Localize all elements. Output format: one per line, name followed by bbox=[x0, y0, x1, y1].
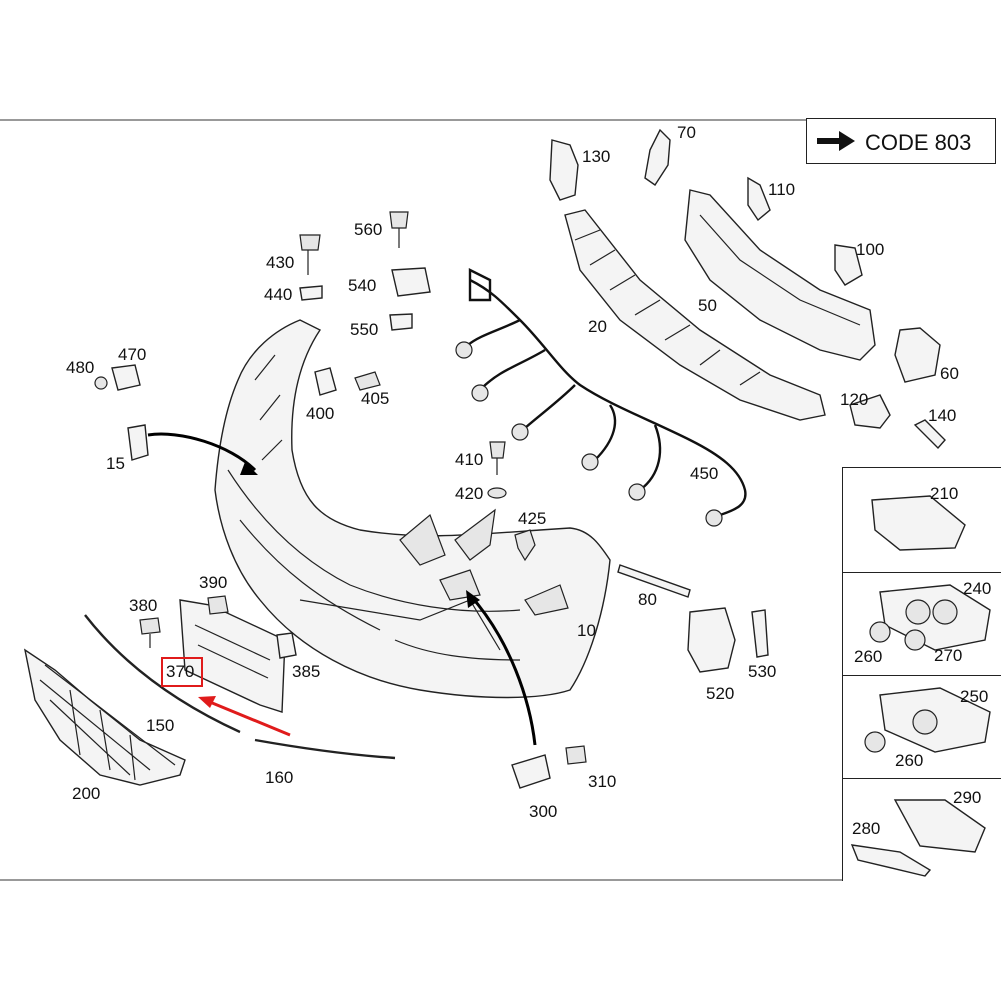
label-470: 470 bbox=[118, 345, 147, 364]
leader-300 bbox=[468, 594, 537, 746]
label-430: 430 bbox=[266, 253, 295, 272]
label-20: 20 bbox=[588, 317, 607, 336]
label-110: 110 bbox=[768, 180, 796, 199]
arrow-right-icon bbox=[817, 131, 855, 151]
label-370: 370 bbox=[166, 662, 195, 681]
label-385: 385 bbox=[292, 662, 321, 681]
label-380: 380 bbox=[129, 596, 158, 615]
code-box: CODE 803 bbox=[806, 118, 996, 164]
label-560: 560 bbox=[354, 220, 383, 239]
label-400: 400 bbox=[306, 404, 335, 423]
label-140: 140 bbox=[928, 406, 957, 425]
label-530: 530 bbox=[748, 662, 777, 681]
panel-210 bbox=[842, 467, 1001, 572]
label-50: 50 bbox=[698, 296, 717, 315]
label-150: 150 bbox=[146, 716, 175, 735]
label-130: 130 bbox=[582, 147, 611, 166]
label-270: 270 bbox=[934, 646, 963, 665]
highlight-box-370 bbox=[161, 657, 203, 687]
label-520: 520 bbox=[706, 684, 735, 703]
label-390: 390 bbox=[199, 573, 228, 592]
label-290: 290 bbox=[953, 788, 982, 807]
label-120: 120 bbox=[840, 390, 869, 409]
label-70: 70 bbox=[677, 123, 696, 142]
label-480: 480 bbox=[66, 358, 95, 377]
label-15: 15 bbox=[106, 454, 125, 473]
panel-250 bbox=[842, 675, 1001, 778]
panel-240 bbox=[842, 572, 1001, 675]
front-bumper-cover bbox=[214, 319, 611, 699]
leader-15 bbox=[147, 432, 257, 472]
label-210: 210 bbox=[930, 484, 959, 503]
label-540: 540 bbox=[348, 276, 377, 295]
label-280: 280 bbox=[852, 819, 881, 838]
highlight-arrow bbox=[204, 698, 291, 737]
wiring-harness bbox=[469, 278, 747, 517]
label-260-a: 260 bbox=[854, 647, 883, 666]
label-300: 300 bbox=[529, 802, 558, 821]
label-60: 60 bbox=[940, 364, 959, 383]
code-label: CODE 803 bbox=[865, 130, 972, 155]
label-260-b: 260 bbox=[895, 751, 924, 770]
label-425: 425 bbox=[518, 509, 547, 528]
label-160: 160 bbox=[265, 768, 294, 787]
label-10: 10 bbox=[577, 621, 596, 640]
label-100: 100 bbox=[856, 240, 885, 259]
label-450: 450 bbox=[690, 464, 719, 483]
panel-290 bbox=[842, 778, 1001, 881]
label-200: 200 bbox=[72, 784, 101, 803]
label-420: 420 bbox=[455, 484, 484, 503]
label-240: 240 bbox=[963, 579, 992, 598]
label-80: 80 bbox=[638, 590, 657, 609]
label-410: 410 bbox=[455, 450, 484, 469]
label-405: 405 bbox=[361, 389, 390, 408]
label-550: 550 bbox=[350, 320, 379, 339]
label-310: 310 bbox=[588, 772, 617, 791]
label-250: 250 bbox=[960, 687, 989, 706]
label-440: 440 bbox=[264, 285, 293, 304]
